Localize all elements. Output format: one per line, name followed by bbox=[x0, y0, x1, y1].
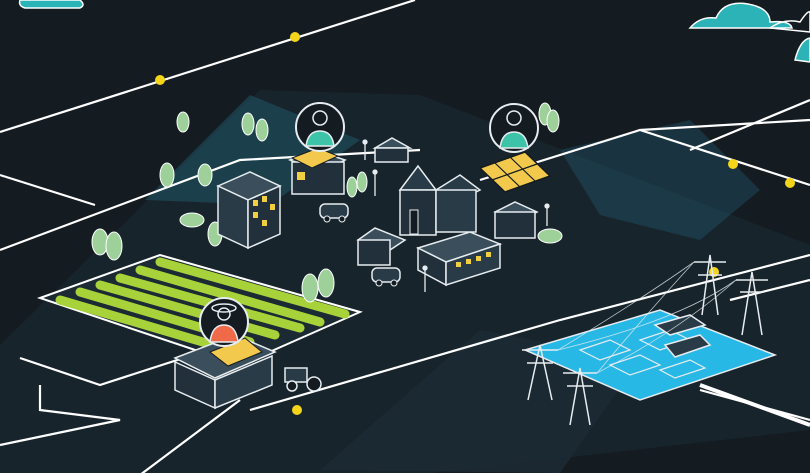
farmer-avatar-icon bbox=[199, 297, 249, 347]
cloud-icon bbox=[18, 0, 84, 9]
car-icon bbox=[319, 203, 349, 223]
transmission-tower-icon bbox=[522, 254, 768, 426]
person-avatar-icon bbox=[489, 103, 539, 153]
solar-panel-icon bbox=[290, 147, 340, 169]
house-icon bbox=[356, 227, 407, 266]
solar-panel-icon bbox=[478, 151, 552, 193]
battery-storage-icon bbox=[653, 314, 712, 358]
tree-icon bbox=[91, 102, 560, 303]
power-lines bbox=[557, 261, 737, 374]
apartment-icon bbox=[415, 231, 503, 287]
car-icon bbox=[371, 267, 401, 287]
street-lamp-icon bbox=[362, 139, 550, 292]
house-icon bbox=[493, 201, 539, 239]
battery-storage-yard bbox=[522, 309, 778, 401]
main-feeder-line bbox=[699, 383, 810, 427]
tractor-icon bbox=[284, 367, 322, 392]
cloud-icon bbox=[688, 2, 810, 33]
apartment-icon bbox=[216, 171, 282, 250]
bush-icon bbox=[179, 212, 563, 244]
cloud-icon bbox=[794, 37, 810, 63]
house-icon bbox=[398, 164, 482, 236]
house-icon bbox=[372, 137, 413, 163]
person-avatar-icon bbox=[295, 102, 345, 152]
